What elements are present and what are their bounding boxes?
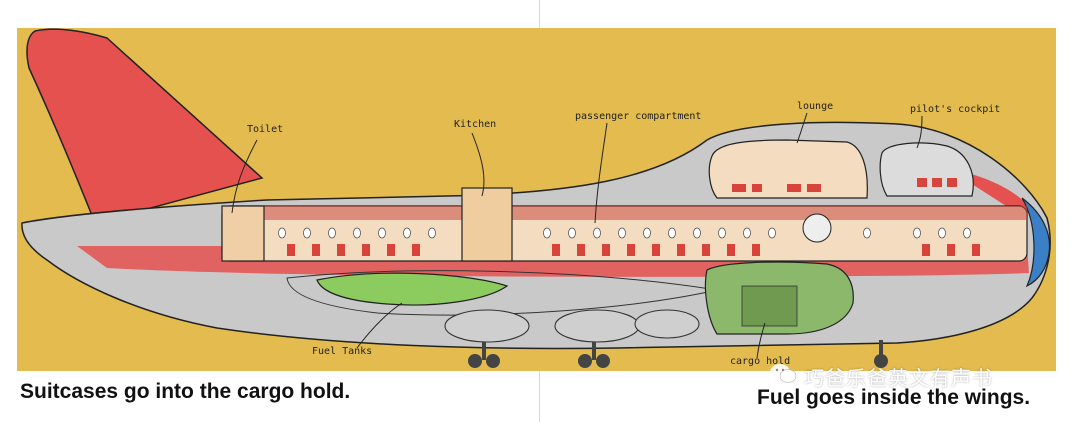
wing xyxy=(286,270,718,316)
wechat-icon xyxy=(770,364,797,383)
cabin-windows xyxy=(278,227,971,239)
label-pilots-cockpit: pilot's cockpit xyxy=(910,104,1001,115)
tail-fin xyxy=(26,28,264,224)
label-cargo-hold: cargo hold xyxy=(730,356,791,367)
cargo-containers xyxy=(741,285,798,327)
label-toilet: Toilet xyxy=(247,124,284,135)
label-kitchen: Kitchen xyxy=(454,119,497,130)
airplane-cutaway-illustration: Toilet Kitchen passenger compartment lou… xyxy=(17,28,1056,371)
kitchen-compartment xyxy=(461,187,513,262)
cabin-ceiling-band xyxy=(222,206,1027,220)
label-passenger-compartment: passenger compartment xyxy=(575,111,702,122)
cockpit-seats xyxy=(917,178,957,187)
watermark-text: 巧爸乐爸英文有声书 xyxy=(804,366,993,390)
lounge-deck xyxy=(708,139,868,199)
caption-fuel: Fuel goes inside the wings. xyxy=(757,386,1031,409)
lounge-seats xyxy=(732,184,821,192)
spiral-stairs xyxy=(802,213,832,243)
nose-cone xyxy=(1021,197,1051,288)
airplane-drawing xyxy=(21,28,1051,368)
toilet-compartment xyxy=(221,205,265,262)
cabin-seats xyxy=(287,244,980,256)
label-lounge: lounge xyxy=(797,101,834,112)
label-pointers xyxy=(231,112,923,359)
fuel-tank-area xyxy=(316,272,509,306)
caption-cargo: Suitcases go into the cargo hold. xyxy=(20,380,351,403)
engines xyxy=(444,309,700,343)
landing-gear xyxy=(468,340,888,368)
label-fuel-tanks: Fuel Tanks xyxy=(312,346,373,357)
